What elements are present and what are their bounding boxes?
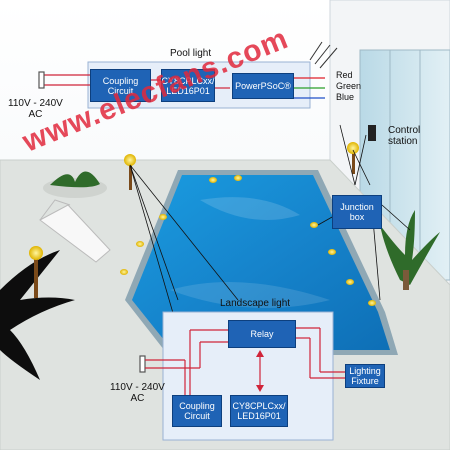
light-rays-icon bbox=[309, 41, 338, 69]
landscape-light-wiring bbox=[139, 327, 345, 395]
output-red-label: Red bbox=[336, 70, 353, 80]
relay-block: Relay bbox=[228, 320, 296, 348]
pool-voltage-label: 110V - 240V AC bbox=[8, 98, 63, 120]
palm-left bbox=[0, 250, 75, 380]
pool-light-wiring bbox=[38, 71, 325, 99]
landscape-coupling-circuit-block: Coupling Circuit bbox=[172, 395, 222, 427]
power-outlet-icon bbox=[38, 71, 45, 89]
lamp-post-3 bbox=[29, 246, 43, 298]
output-blue-label: Blue bbox=[336, 92, 355, 102]
junction-box: Junction box bbox=[332, 195, 382, 229]
powerpsoc-block: PowerPSoC® bbox=[232, 73, 294, 99]
landscape-voltage-label: 110V - 240V AC bbox=[110, 382, 165, 404]
power-outlet-icon-2 bbox=[139, 355, 146, 373]
palm-right bbox=[380, 210, 440, 290]
control-station-label: Control station bbox=[388, 125, 421, 147]
pool-lights bbox=[120, 175, 376, 306]
lamp-post-2 bbox=[347, 142, 359, 174]
lamp-post-1 bbox=[124, 154, 136, 190]
lounge-chair bbox=[39, 199, 111, 263]
landscape-light-title: Landscape light bbox=[220, 298, 291, 309]
landscape-controller-block: CY8CPLCxx/ LED16P01 bbox=[230, 395, 288, 427]
pool-controller-block: CY8CPLCxx/ LED16P01 bbox=[161, 69, 215, 102]
plant-left bbox=[43, 171, 107, 198]
pool-water bbox=[132, 175, 390, 350]
pool-light-title: Pool light bbox=[170, 48, 212, 59]
pool-coupling-circuit-block: Coupling Circuit bbox=[90, 69, 151, 102]
control-station-panel bbox=[368, 125, 376, 141]
output-green-label: Green bbox=[336, 81, 362, 91]
lighting-fixture-block: Lighting Fixture bbox=[345, 364, 385, 388]
